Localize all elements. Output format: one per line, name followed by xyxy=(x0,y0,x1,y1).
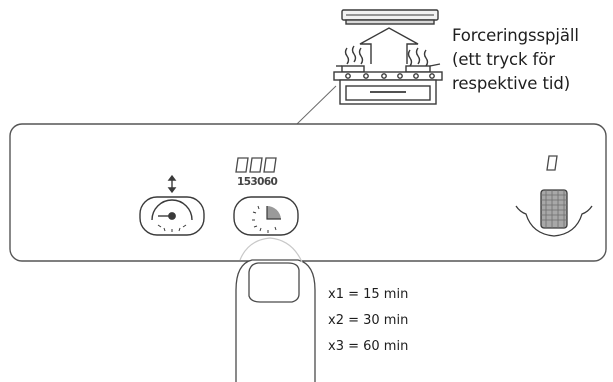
filter-display xyxy=(546,155,558,171)
height-gauge-icon xyxy=(151,199,193,232)
range-hood-stove-illustration xyxy=(333,9,443,105)
press-ripple xyxy=(239,237,303,263)
timer-digits: 153060 xyxy=(237,176,278,188)
range-hood-icon xyxy=(341,9,439,25)
press-thrice-label: x3 = 60 min xyxy=(328,339,409,354)
up-arrow-icon xyxy=(359,27,419,64)
timer-button[interactable] xyxy=(233,196,299,236)
timer-digit-15: 15 xyxy=(237,176,251,188)
timer-icon xyxy=(252,205,281,233)
up-down-arrow-icon xyxy=(167,174,177,194)
timer-digit-30: 30 xyxy=(250,176,264,188)
finger-icon xyxy=(235,259,316,382)
callout-line-1: Forceringsspjäll xyxy=(452,26,579,45)
control-panel xyxy=(9,123,607,262)
timer-digit-60: 60 xyxy=(263,176,278,188)
press-once-label: x1 = 15 min xyxy=(328,287,409,302)
stove-with-steaming-pots-icon xyxy=(333,45,443,105)
press-twice-label: x2 = 30 min xyxy=(328,313,409,328)
grease-filter-icon xyxy=(515,189,593,237)
callout-line-3: respektive tid) xyxy=(452,74,571,93)
callout-line-2: (ett tryck för xyxy=(452,50,555,69)
timer-display xyxy=(235,157,277,173)
height-adjust-button[interactable] xyxy=(139,174,205,236)
